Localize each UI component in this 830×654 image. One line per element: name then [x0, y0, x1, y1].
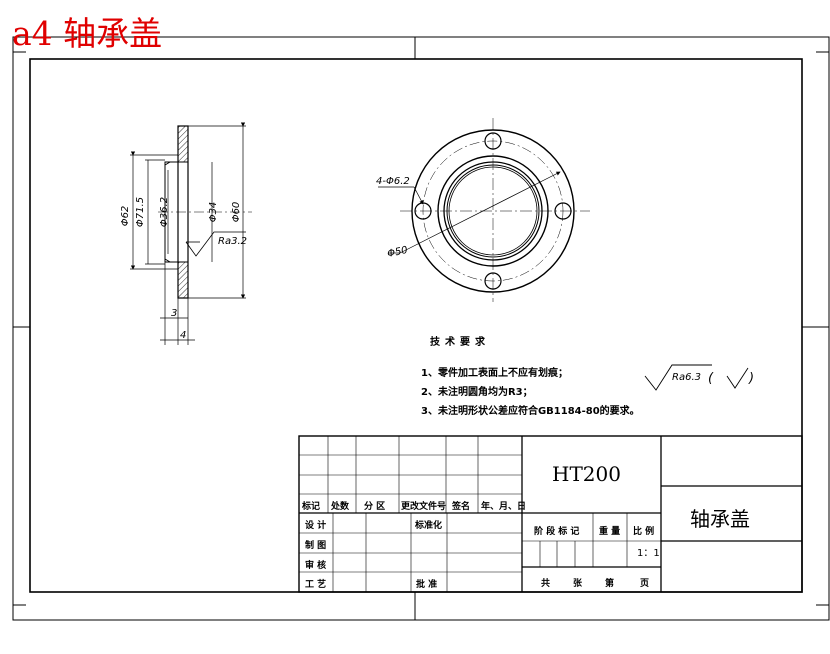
flange-hatch-top — [177, 125, 189, 163]
stage-mark-header: 阶 段 标 记 — [534, 527, 580, 537]
roughness-ra32: Ra3.2 — [218, 236, 247, 247]
corner-title: a4 轴承盖 — [12, 14, 163, 53]
row-draw: 制 图 — [305, 541, 327, 551]
tech-requirements-heading: 技术要求 — [430, 337, 490, 348]
rev-header-doc: 更改文件号 — [401, 502, 447, 512]
hole-label: 4-Φ6.2 — [376, 176, 410, 187]
surface-note — [644, 364, 749, 391]
scale-header: 比 例 — [633, 527, 655, 537]
surface-paren-close: ) — [748, 371, 754, 386]
weight-header: 重 量 — [599, 527, 621, 537]
title-block-grid — [298, 435, 803, 593]
rev-header-sign: 签名 — [452, 502, 471, 512]
dim-3: 3 — [171, 308, 177, 319]
section-dims: Φ62 Φ71.5 Φ36.2 Φ34 Φ60 3 4 Ra3.2 — [120, 197, 247, 341]
surface-roughness: Ra6.3 — [672, 372, 701, 383]
surface-paren-open: ( — [708, 371, 714, 386]
part-name: 轴承盖 — [690, 507, 750, 531]
bolt-circle-label: Φ50 — [386, 245, 408, 260]
approve-label: 批 准 — [416, 580, 438, 590]
section-view — [130, 122, 252, 345]
flange-hatch-bottom — [177, 261, 189, 299]
footer-sheets: 张 — [573, 579, 583, 589]
dim-phi60: Φ60 — [231, 202, 242, 223]
rev-header-zone: 分 区 — [364, 502, 386, 512]
standardize-label: 标准化 — [415, 521, 443, 531]
tech-requirement-3: 3、未注明形状公差应符合GB1184-80的要求。 — [421, 406, 640, 417]
plan-dims: 4-Φ6.2 Φ50 — [376, 176, 410, 260]
sheet-border — [12, 36, 830, 621]
dim-phi34: Φ34 — [208, 202, 219, 223]
dim-phi71: Φ71.5 — [135, 197, 146, 227]
scale-value: 1：1 — [637, 548, 660, 559]
rev-header-date: 年、月、日 — [481, 502, 527, 512]
dim-phi62: Φ62 — [120, 206, 131, 227]
row-process: 工 艺 — [305, 580, 327, 590]
tech-requirement-2: 2、未注明圆角均为R3； — [421, 387, 533, 398]
dim-phi36: Φ36.2 — [159, 197, 170, 227]
row-check: 审 核 — [305, 561, 327, 571]
dim-4: 4 — [180, 330, 186, 341]
footer-total: 共 — [541, 579, 551, 589]
rev-header-mark: 标记 — [302, 502, 321, 512]
footer-page: 页 — [640, 579, 650, 589]
footer-number: 第 — [605, 579, 615, 589]
material: HT200 — [552, 462, 621, 486]
tech-requirement-1: 1、零件加工表面上不应有划痕； — [421, 368, 568, 379]
plan-view — [378, 118, 590, 302]
rev-header-count: 处数 — [331, 502, 350, 512]
row-design: 设 计 — [305, 521, 327, 531]
